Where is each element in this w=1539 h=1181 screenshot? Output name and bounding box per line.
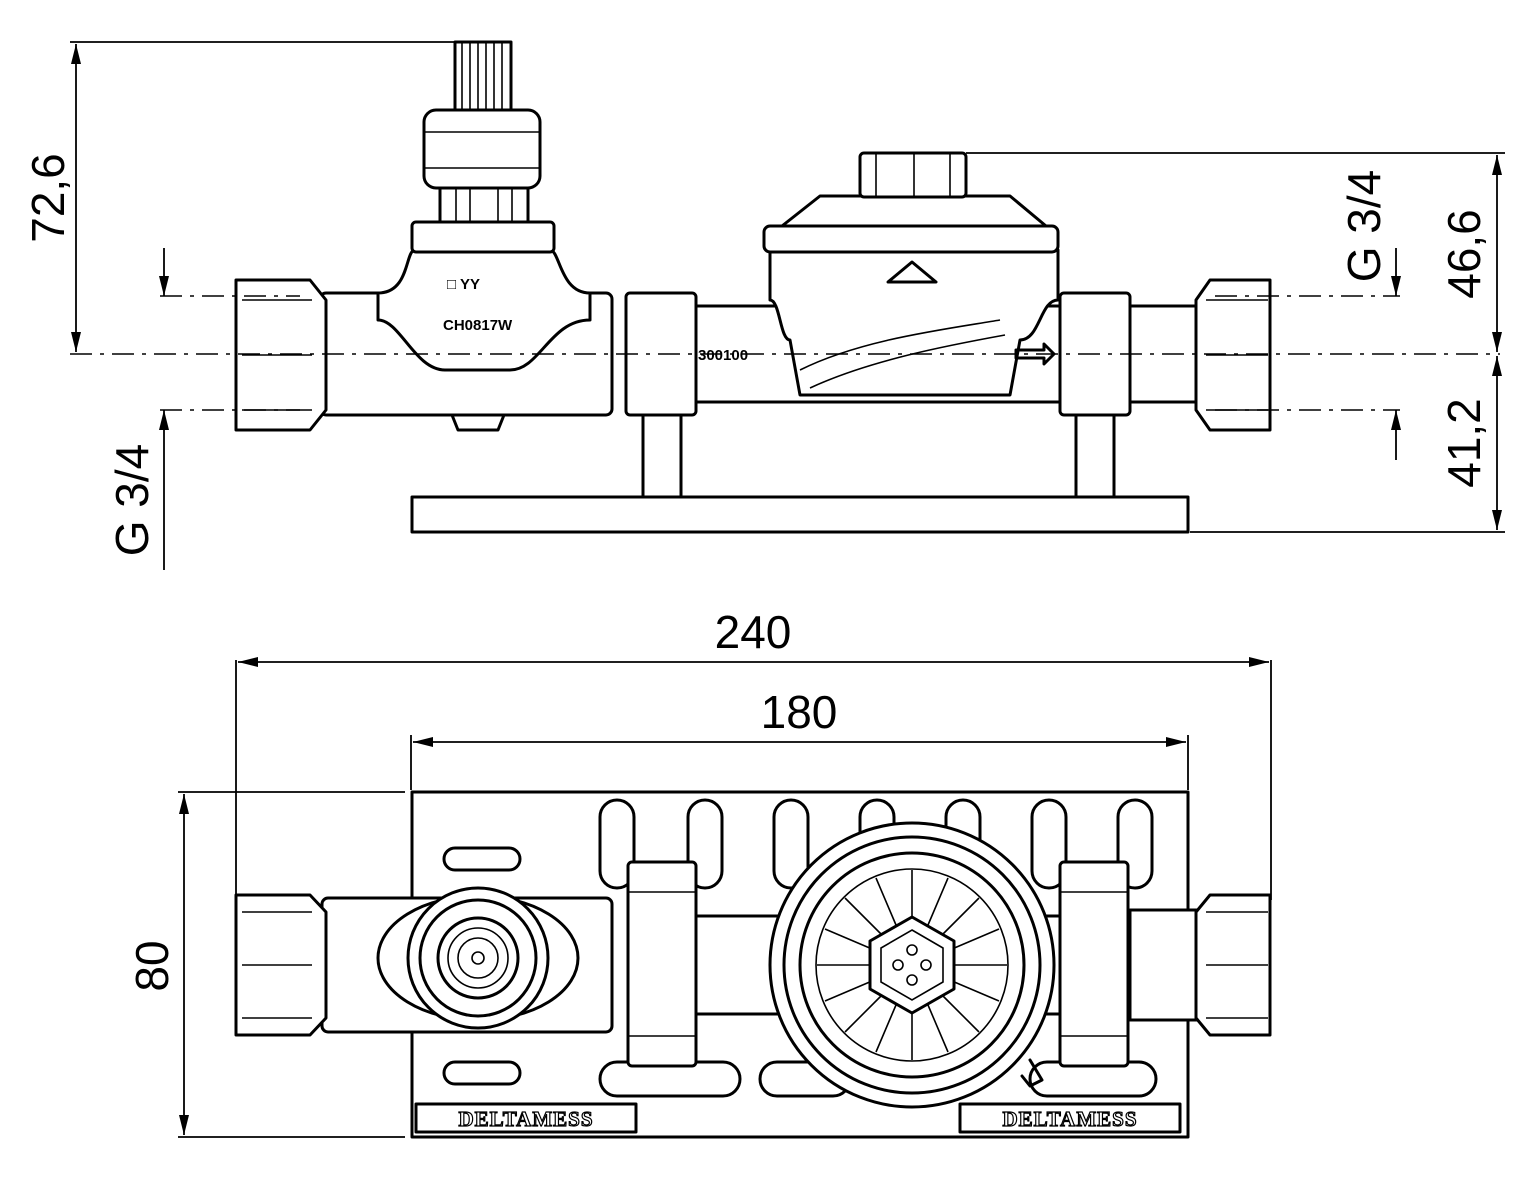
dim-thread-left: G 3/4	[106, 444, 158, 557]
top-left-clamp	[626, 860, 698, 1068]
plate-slot	[1116, 798, 1154, 890]
dim-width-plate: 180	[761, 686, 838, 738]
meter-register-cap	[858, 151, 968, 199]
valve-bonnet	[410, 220, 556, 254]
base-plate-side	[410, 495, 1190, 534]
drain-plug	[450, 413, 506, 432]
plate-slot	[598, 798, 636, 890]
dim-width-total: 240	[715, 606, 792, 658]
valve-cap-outer	[406, 886, 550, 1030]
plate-slot	[686, 798, 724, 890]
meter-dial	[798, 851, 1026, 1079]
dim-thread-right: G 3/4	[1338, 170, 1390, 283]
valve-cap	[422, 108, 542, 190]
brand-plate-right	[958, 1102, 1182, 1134]
brand-left: DELTAMESS	[458, 1107, 593, 1131]
dim-height-upper: 46,6	[1438, 209, 1490, 299]
left-leg	[641, 413, 683, 499]
top-right-pipe	[1128, 908, 1202, 1022]
valve-code: CH0817W	[443, 317, 513, 334]
dim-depth-plate: 80	[126, 940, 178, 991]
meter-body	[768, 248, 1060, 397]
plate-slot	[1030, 798, 1068, 890]
pipe-code: 300100	[698, 347, 748, 364]
valve-symbols: □ YY	[447, 276, 480, 293]
dim-height-lower: 41,2	[1438, 398, 1490, 488]
meter-hatch	[799, 319, 1006, 389]
plate-slot	[442, 1060, 522, 1086]
flow-arrow-up-icon	[886, 260, 938, 284]
right-leg	[1074, 413, 1116, 499]
meter-ring	[762, 224, 1060, 254]
dim-height-total: 72,6	[22, 153, 74, 243]
meter-dome	[780, 194, 1048, 228]
valve-stem-base	[438, 186, 530, 224]
top-right-clamp	[1058, 860, 1130, 1068]
top-view: 240 180 80	[126, 606, 1272, 1139]
brand-plate-left	[414, 1102, 638, 1134]
plate-slot	[442, 846, 522, 872]
meter-dial-ribs	[817, 870, 1007, 1060]
brand-right: DELTAMESS	[1002, 1107, 1137, 1131]
meter-hex-nut	[868, 915, 956, 1015]
flow-direction-icon	[1014, 342, 1056, 366]
meter-latch	[1020, 1058, 1044, 1088]
side-view: □ YY CH0817W 300100	[22, 40, 1505, 570]
valve-body	[376, 248, 592, 372]
